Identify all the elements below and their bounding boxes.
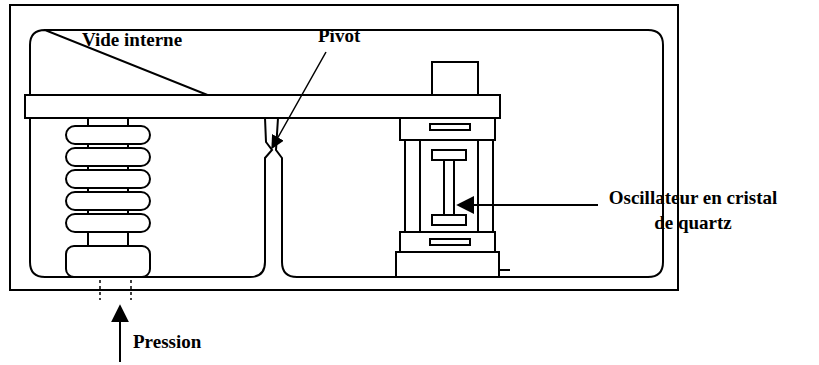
pressure-arrow	[119, 306, 121, 362]
beam	[25, 95, 500, 118]
pivot-label: Pivot	[318, 24, 360, 49]
chamber-label: Vide interne	[82, 28, 182, 53]
wire	[499, 269, 510, 271]
counterweight	[432, 62, 478, 95]
pressure-label: Pression	[133, 330, 201, 355]
bellows	[66, 118, 150, 277]
vacuum-chamber	[30, 30, 663, 277]
housing	[10, 5, 678, 290]
pressure-inlet	[100, 280, 131, 300]
oscillator-leader	[458, 204, 598, 206]
quartz-oscillator	[396, 118, 499, 277]
pivot-leader	[272, 52, 326, 148]
oscillator-label: Oscillateur en cristal de quartz	[603, 186, 783, 235]
